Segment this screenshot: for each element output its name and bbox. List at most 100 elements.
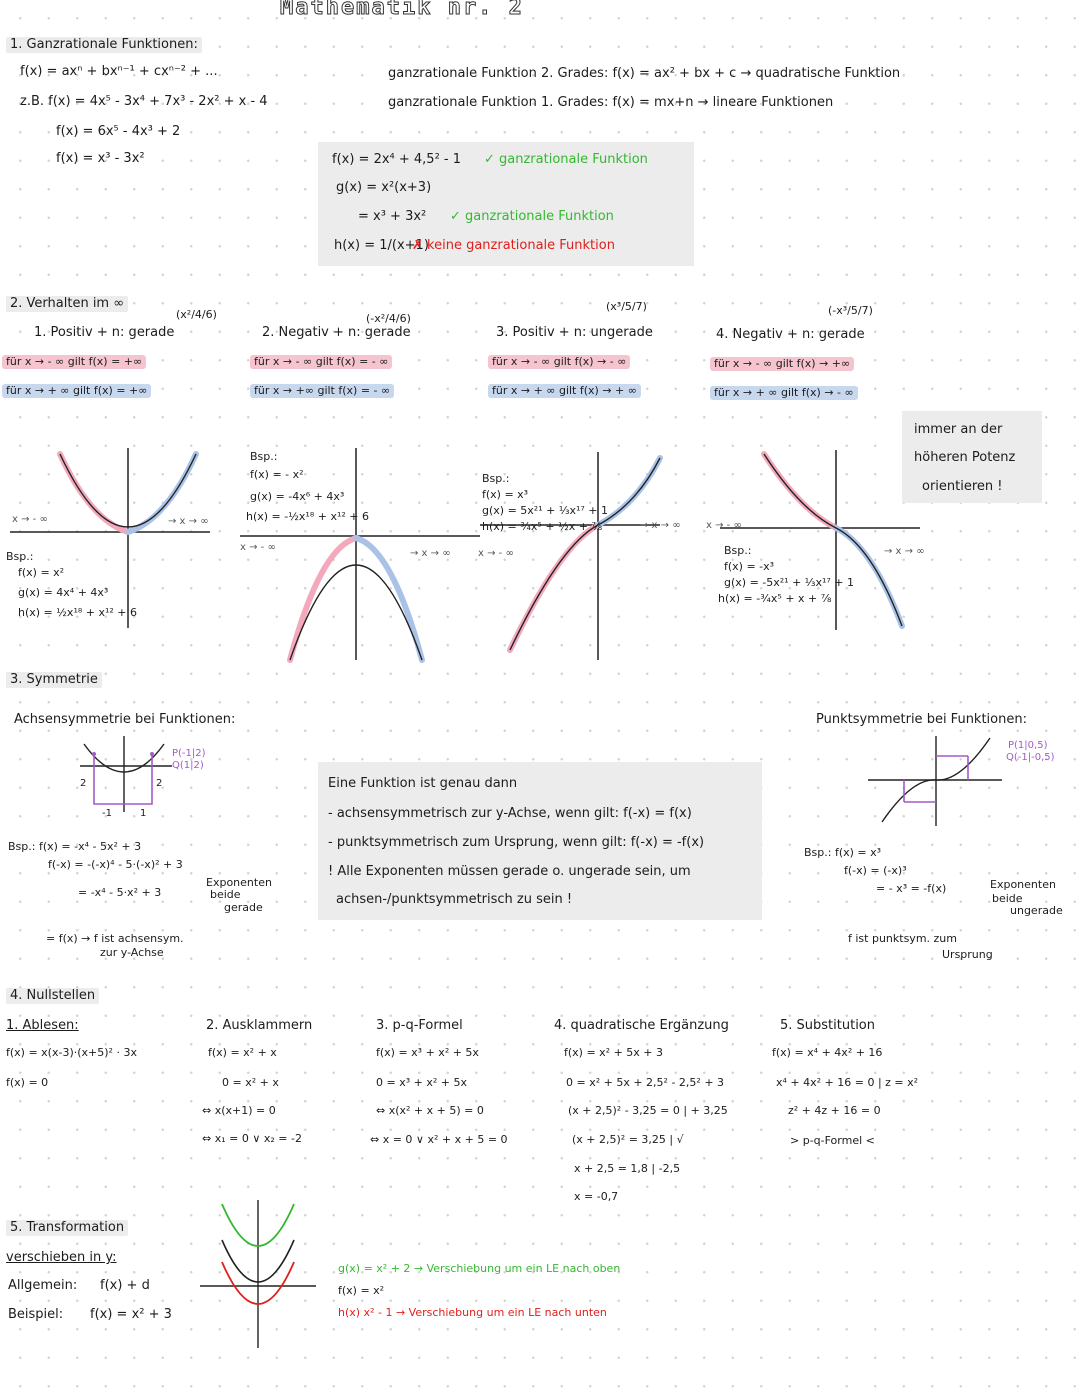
zeros-read-title: 1. Ablesen: — [6, 1018, 79, 1033]
grade1-note: ganzrationale Funktion 1. Grades: f(x) =… — [388, 95, 834, 110]
point-p-right: P(1|0,5) — [1008, 740, 1048, 751]
zeros-pq-3: ⇔ x(x² + x + 5) = 0 — [376, 1104, 484, 1117]
g2-xpos: → x → ∞ — [410, 548, 451, 559]
axis-symmetry-title: Achsensymmetrie bei Funktionen: — [14, 712, 236, 727]
point-note-2: beide — [992, 892, 1023, 905]
e2-bsp: Bsp.: — [250, 450, 278, 463]
g1-xpos: → x → ∞ — [168, 516, 209, 527]
axis-sym-tick-m1: -1 — [102, 808, 112, 819]
rule-line4: ! Alle Exponenten müssen gerade o. unger… — [328, 864, 691, 879]
case3-name: 3. Positiv + n: ungerade — [496, 325, 653, 340]
case4-signature: (-x³/5/7) — [828, 304, 873, 317]
rule-line3: - punktsymmetrisch zum Ursprung, wenn gi… — [328, 835, 705, 850]
zeros-factor-1: f(x) = x² + x — [208, 1046, 277, 1059]
point-q-left: Q(1|2) — [172, 760, 204, 771]
e3-g: g(x) = 5x²¹ + ⅓x¹⁷ + 1 — [482, 504, 609, 517]
g1-xneg: x → - ∞ — [12, 514, 48, 525]
shift-down-line: h(x) x² - 1 → Verschiebung um ein LE nac… — [338, 1306, 607, 1319]
e2-g: g(x) = -4x⁶ + 4x³ — [250, 490, 345, 503]
section2-heading: 2. Verhalten im ∞ — [6, 296, 129, 312]
axis-note-3: gerade — [224, 901, 263, 914]
e1-h: h(x) = ½x¹⁸ + x¹² + 6 — [18, 606, 138, 619]
point-result-1: f ist punktsym. zum — [848, 932, 957, 945]
g4-xneg: x → - ∞ — [706, 520, 742, 531]
case4-right: für x → + ∞ gilt f(x) → - ∞ — [710, 386, 858, 400]
point-symmetry-graph — [868, 736, 1002, 826]
rule-line5: achsen-/punktsymmetrisch zu sein ! — [336, 892, 573, 907]
case1-right: für x → + ∞ gilt f(x) = +∞ — [2, 384, 152, 398]
axis-ex-1: Bsp.: f(x) = -x⁴ - 5x² + 3 — [8, 840, 142, 853]
e1-bsp: Bsp.: — [6, 550, 34, 563]
case3-signature: (x³/5/7) — [606, 300, 647, 313]
point-ex-3: = - x³ = -f(x) — [876, 882, 947, 895]
axis-symmetry-graph — [80, 736, 172, 812]
box-g2: = x³ + 3x² — [358, 209, 427, 224]
zeros-pq-4: ⇔ x = 0 ∨ x² + x + 5 = 0 — [370, 1133, 508, 1146]
axis-note-2: beide — [210, 888, 241, 901]
e3-f: f(x) = x³ — [482, 488, 529, 501]
graph-positive-even — [10, 448, 210, 628]
graph-negative-even — [240, 448, 480, 663]
e2-f: f(x) = - x² — [250, 468, 304, 481]
zeros-square-5: x + 2,5 = 1,8 | -2,5 — [574, 1162, 681, 1175]
point-note-1: Exponenten — [990, 878, 1056, 891]
point-p-left: P(-1|2) — [172, 748, 206, 759]
point-note-3: ungerade — [1010, 904, 1063, 917]
axis-sym-tick-2b: 2 — [156, 778, 163, 789]
zeros-factor-3: ⇔ x(x+1) = 0 — [202, 1104, 276, 1117]
g2-xneg: x → - ∞ — [240, 542, 276, 553]
g4-xpos: → x → ∞ — [884, 546, 925, 557]
graph-negative-odd — [720, 450, 920, 630]
zeros-pq-1: f(x) = x³ + x² + 5x — [376, 1046, 479, 1059]
e4-bsp: Bsp.: — [724, 544, 752, 557]
rule-line1: Eine Funktion ist genau dann — [328, 776, 518, 791]
note-line3: orientieren ! — [922, 479, 1003, 494]
zeros-subst-4: > p-q-Formel < — [790, 1134, 875, 1147]
section4-heading: 4. Nullstellen — [6, 988, 100, 1004]
section5-heading: 5. Transformation — [6, 1220, 129, 1236]
case2-left: für x → - ∞ gilt f(x) = - ∞ — [250, 355, 393, 369]
section3-heading: 3. Symmetrie — [6, 672, 102, 688]
box-g-check: ✓ ganzrationale Funktion — [450, 209, 614, 224]
e4-h: h(x) = -¾x⁵ + x + ⅞ — [718, 592, 832, 605]
case1-left: für x → - ∞ gilt f(x) = +∞ — [2, 355, 147, 369]
general-label: Allgemein: — [8, 1278, 78, 1293]
e4-f: f(x) = -x³ — [724, 560, 775, 573]
box-g: g(x) = x²(x+3) — [336, 180, 432, 195]
box-f: f(x) = 2x⁴ + 4,5² - 1 — [332, 152, 462, 167]
case2-right: für x → +∞ gilt f(x) = - ∞ — [250, 384, 395, 398]
symmetry-rule-box — [318, 762, 762, 920]
g3-xpos: → x → ∞ — [640, 520, 681, 531]
axis-sym-tick-1: 1 — [140, 808, 147, 819]
box-h-cross: ✗ keine ganzrationale Funktion — [412, 238, 615, 253]
case3-left: für x → - ∞ gilt f(x) → - ∞ — [488, 355, 631, 369]
e1-f: f(x) = x² — [18, 566, 65, 579]
zeros-factor-4: ⇔ x₁ = 0 ∨ x₂ = -2 — [202, 1132, 302, 1145]
note-box — [902, 411, 1042, 503]
base-function-line: f(x) = x² — [338, 1284, 385, 1297]
graph-positive-odd — [480, 452, 663, 660]
general-value: f(x) + d — [100, 1278, 150, 1293]
axis-result-1: = f(x) → f ist achsensym. — [46, 932, 184, 945]
e3-bsp: Bsp.: — [482, 472, 510, 485]
grade2-note: ganzrationale Funktion 2. Grades: f(x) =… — [388, 66, 901, 81]
point-q-right: Q(-1|-0,5) — [1006, 752, 1055, 763]
case2-name: 2. Negativ + n: gerade — [262, 325, 411, 340]
case4-name: 4. Negativ + n: gerade — [716, 327, 865, 342]
zeros-square-2: 0 = x² + 5x + 2,5² - 2,5² + 3 — [566, 1076, 725, 1089]
zeros-square-title: 4. quadratische Ergänzung — [554, 1018, 729, 1033]
zeros-pq-title: 3. p-q-Formel — [376, 1018, 463, 1033]
point-symmetry-title: Punktsymmetrie bei Funktionen: — [816, 712, 1027, 727]
example-2: f(x) = 6x⁵ - 4x³ + 2 — [56, 124, 181, 139]
e4-g: g(x) = -5x²¹ + ⅓x¹⁷ + 1 — [724, 576, 854, 589]
zeros-read-2: f(x) = 0 — [6, 1076, 49, 1089]
e2-h: h(x) = -½x¹⁸ + x¹² + 6 — [246, 510, 369, 523]
zeros-pq-2: 0 = x³ + x² + 5x — [376, 1076, 467, 1089]
shift-y-title: verschieben in y: — [6, 1250, 117, 1265]
page-title: Mathematik nr. 2 — [280, 0, 524, 20]
transformation-graph — [200, 1200, 316, 1348]
case1-signature: (x²/4/6) — [176, 308, 217, 321]
case4-left: für x → - ∞ gilt f(x) → +∞ — [710, 357, 855, 371]
point-ex-2: f(-x) = (-x)³ — [844, 864, 907, 877]
axis-note-1: Exponenten — [206, 876, 272, 889]
